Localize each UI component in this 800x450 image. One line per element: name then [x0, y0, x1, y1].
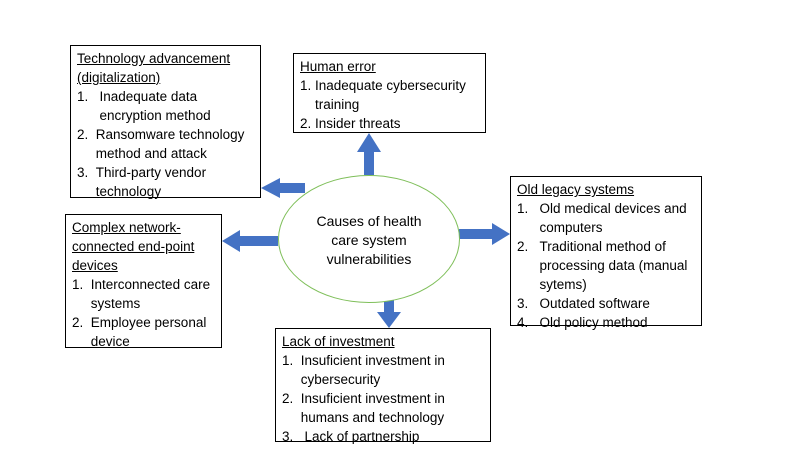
item-text: Interconnected care systems — [90, 277, 211, 311]
arrow-right-to-legacy — [459, 223, 510, 245]
item-number: 1. — [72, 277, 91, 292]
item-number: 2. — [300, 116, 316, 131]
item-number: 2. — [282, 391, 301, 406]
item-number: 1. — [300, 78, 316, 93]
item-text: Outdated software — [539, 296, 650, 311]
item-number: 3. — [517, 296, 540, 311]
arrow-left-to-technology — [261, 178, 305, 198]
item-number: 3. — [282, 429, 305, 444]
investment-title: Lack of investment — [282, 334, 395, 349]
list-item: 1. Old medical devices and computers — [517, 199, 695, 237]
item-text: Traditional method of processing data (m… — [539, 239, 688, 292]
complex-network-box: Complex network- connected end-point dev… — [65, 214, 222, 351]
list-item: 1. Insuficient investment in cybersecuri… — [282, 351, 484, 389]
legacy-title: Old legacy systems — [517, 182, 635, 197]
item-number: 3. — [77, 165, 96, 180]
network-title: Complex network- connected end-point dev… — [72, 220, 195, 273]
list-item: 2. Insider threats — [300, 114, 479, 133]
list-item: 2. Ransomware technology method and atta… — [77, 125, 254, 163]
technology-list: 1. Inadequate data encryption method 2. … — [77, 87, 254, 201]
lack-of-investment-box: Lack of investment 1. Insuficient invest… — [275, 328, 491, 444]
item-number: 2. — [517, 239, 540, 254]
item-number: 1. — [282, 353, 301, 368]
item-number: 2. — [77, 127, 96, 142]
item-text: Lack of partnership — [304, 429, 420, 444]
list-item: 3. Lack of partnership — [282, 427, 484, 446]
arrow-down-to-investment — [377, 292, 401, 328]
item-text: Insuficient investment in humans and tec… — [300, 391, 445, 425]
list-item: 4. Old policy method — [517, 313, 695, 332]
human-error-list: 1. Inadequate cybersecurity training 2. … — [300, 76, 479, 133]
list-item: 2. Traditional method of processing data… — [517, 237, 695, 294]
list-item: 3. Third-party vendor technology — [77, 163, 254, 201]
center-label: Causes of health care system vulnerabili… — [316, 212, 422, 267]
legacy-list: 1. Old medical devices and computers 2. … — [517, 199, 695, 332]
item-number: 1. — [517, 201, 540, 216]
item-number: 4. — [517, 315, 540, 330]
item-number: 1. — [77, 89, 100, 104]
item-text: Inadequate cybersecurity training — [315, 78, 466, 112]
human-error-box: Human error 1. Inadequate cybersecurity … — [293, 53, 486, 133]
investment-list: 1. Insuficient investment in cybersecuri… — [282, 351, 484, 446]
item-text: Insider threats — [315, 116, 401, 131]
network-list: 1. Interconnected care systems 2. Employ… — [72, 275, 215, 351]
item-number: 2. — [72, 315, 91, 330]
list-item: 2. Employee personal device — [72, 313, 215, 351]
item-text: Old medical devices and computers — [539, 201, 687, 235]
technology-title: Technology advancement (digitalization) — [77, 51, 231, 85]
item-text: Inadequate data encryption method — [99, 89, 211, 123]
item-text: Insuficient investment in cybersecurity — [300, 353, 445, 387]
center-ellipse: Causes of health care system vulnerabili… — [278, 175, 460, 303]
list-item: 1. Interconnected care systems — [72, 275, 215, 313]
old-legacy-systems-box: Old legacy systems 1. Old medical device… — [510, 176, 702, 330]
arrow-up-to-human-error — [357, 133, 381, 175]
item-text: Employee personal device — [90, 315, 207, 349]
arrow-left-to-network — [222, 230, 278, 252]
item-text: Old policy method — [539, 315, 648, 330]
human-error-title: Human error — [300, 59, 376, 74]
list-item: 3. Outdated software — [517, 294, 695, 313]
technology-advancement-box: Technology advancement (digitalization) … — [70, 45, 261, 201]
list-item: 2. Insuficient investment in humans and … — [282, 389, 484, 427]
item-text: Third-party vendor technology — [95, 165, 207, 199]
list-item: 1. Inadequate data encryption method — [77, 87, 254, 125]
list-item: 1. Inadequate cybersecurity training — [300, 76, 479, 114]
item-text: Ransomware technology method and attack — [95, 127, 245, 161]
